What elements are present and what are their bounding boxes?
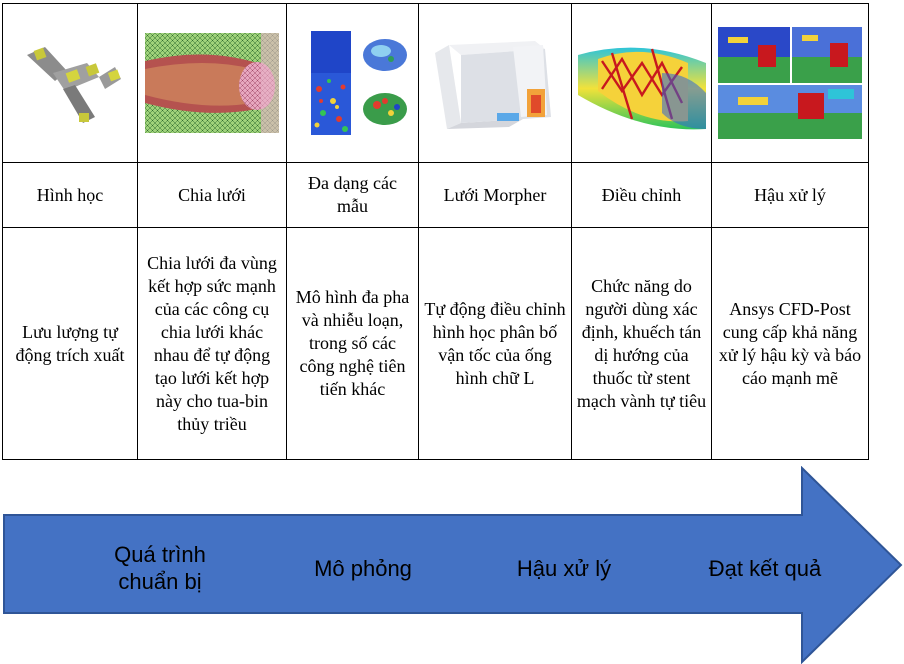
title-postprocessing: Hậu xử lý — [711, 162, 869, 228]
stage-postprocessing: Hậu xử lý — [516, 556, 612, 581]
desc-customization: Chức năng do người dùng xác định, khuếch… — [571, 227, 712, 460]
desc-multiphase: Mô hình đa pha và nhiễu loạn, trong số c… — [286, 227, 419, 460]
postprocess-image-cell — [711, 3, 869, 163]
title-meshing: Chia lưới — [137, 162, 287, 228]
workflow-table: Hình học Chia lưới Đa dạng các mẫu Lưới … — [2, 3, 869, 460]
title-geometry: Hình học — [2, 162, 138, 228]
stage-preparation: Quá trình chuẩn bị — [114, 542, 206, 594]
stage-simulation: Mô phỏng — [314, 556, 412, 581]
l-pipe-image — [425, 33, 565, 133]
mesh-image — [145, 33, 279, 133]
geometry-part-image — [15, 33, 125, 133]
geometry-image-cell — [2, 3, 138, 163]
title-customization: Điều chỉnh — [571, 162, 712, 228]
desc-meshing: Chia lưới đa vùng kết hợp sức mạnh của c… — [137, 227, 287, 460]
desc-geometry: Lưu lượng tự động trích xuất — [2, 227, 138, 460]
mesh-image-cell — [137, 3, 287, 163]
l-pipe-image-cell — [418, 3, 572, 163]
desc-morpher: Tự động điều chỉnh hình học phân bố vận … — [418, 227, 572, 460]
stent-image — [577, 33, 706, 133]
title-morpher: Lưới Morpher — [418, 162, 572, 228]
stent-image-cell — [571, 3, 712, 163]
arrow-shape — [3, 466, 903, 664]
process-arrow — [3, 466, 903, 664]
stage-result: Đạt kết quả — [708, 556, 822, 581]
multiphase-image-cell — [286, 3, 419, 163]
multiphase-image — [292, 29, 413, 137]
postprocess-image — [718, 27, 862, 139]
title-multiphase: Đa dạng các mẫu — [286, 162, 419, 228]
desc-postprocessing: Ansys CFD-Post cung cấp khả năng xử lý h… — [711, 227, 869, 460]
